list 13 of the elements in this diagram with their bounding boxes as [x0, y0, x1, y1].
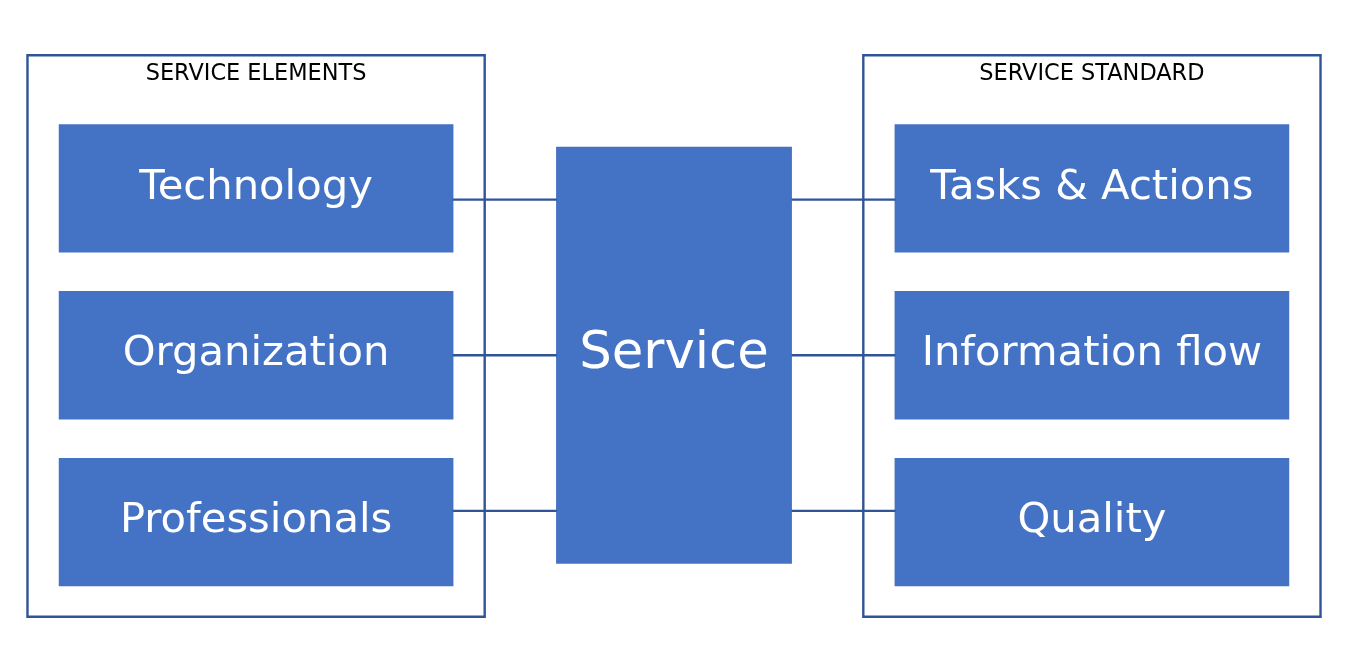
- node-box: Tasks & Actions: [894, 124, 1290, 253]
- connector: [791, 198, 896, 201]
- node-box: Information flow: [894, 291, 1290, 420]
- node-box: Professionals: [58, 457, 454, 587]
- connector: [791, 354, 896, 357]
- node-box: Technology: [58, 124, 454, 253]
- connector: [791, 509, 896, 513]
- connector: [452, 198, 557, 201]
- connector: [452, 354, 557, 357]
- node-box: Quality: [894, 457, 1290, 587]
- connector: [452, 509, 557, 513]
- node-box: Service: [556, 146, 792, 564]
- node-box: Organization: [58, 291, 454, 420]
